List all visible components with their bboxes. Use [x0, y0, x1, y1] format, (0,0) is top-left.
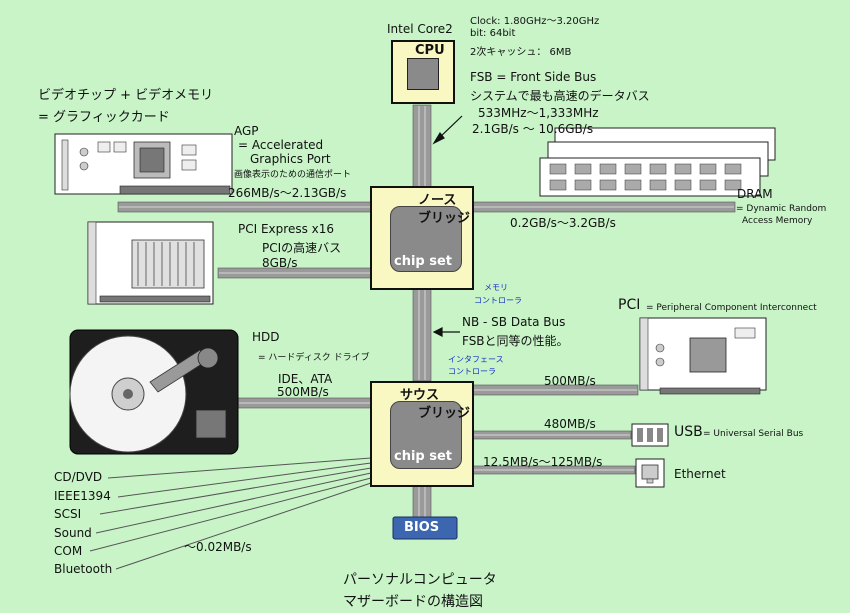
- south-bridge-label-2: ブリッジ: [418, 406, 471, 421]
- fsb-speed-2: 2.1GB/s 〜 10.6GB/s: [472, 122, 594, 136]
- fsb-speed-1: 533MHz〜1,333MHz: [478, 106, 599, 120]
- cpu-name: Intel Core2: [387, 22, 453, 36]
- graphics-card-label: = グラフィックカード: [38, 110, 170, 125]
- south-bridge-die: [390, 401, 462, 469]
- pcie-speed: 8GB/s: [262, 256, 298, 270]
- north-bridge-die: [390, 206, 462, 272]
- pci-speed: 500MB/s: [544, 374, 596, 388]
- memory-controller-label-2: コントローラ: [474, 296, 522, 305]
- interface-controller-label-1: インタフェース: [448, 355, 504, 364]
- diagram-title-1: パーソナルコンピュータ: [343, 572, 497, 588]
- interface-controller-label-2: コントローラ: [448, 367, 496, 376]
- usb-port-icon: [631, 423, 669, 447]
- pci-label: PCI: [618, 297, 641, 313]
- dram-speed: 0.2GB/s〜3.2GB/s: [510, 216, 616, 230]
- hdd-interface: IDE、ATA: [278, 372, 333, 386]
- dram-module-icon: [539, 127, 776, 197]
- cpu-clock: Clock: 1.80GHz〜3.20GHz: [470, 16, 600, 27]
- ethernet-label: Ethernet: [674, 467, 726, 481]
- agp-speed: 266MB/s〜2.13GB/s: [228, 186, 347, 200]
- device-sound: Sound: [54, 526, 92, 540]
- device-scsi: SCSI: [54, 507, 82, 521]
- cpu-chip: CPU: [391, 40, 455, 104]
- pcie-desc: PCIの高速バス: [262, 241, 342, 255]
- hdd-label: HDD: [252, 330, 280, 344]
- nb-sb-title: NB - SB Data Bus: [462, 315, 566, 329]
- south-bridge-chipset: chip set: [394, 449, 453, 464]
- pcie-title: PCI Express x16: [238, 222, 335, 236]
- north-bridge-label-1: ノース: [418, 193, 457, 208]
- north-bridge-chip: ノース ブリッジ chip set: [370, 186, 474, 290]
- diagram-title-2: マザーボードの構造図: [343, 594, 483, 610]
- north-bridge-chipset: chip set: [394, 254, 453, 269]
- ethernet-speed: 12.5MB/s〜125MB/s: [483, 455, 603, 469]
- cpu-label: CPU: [415, 43, 445, 58]
- pcie-card-icon: [87, 221, 214, 305]
- cpu-cache: 2次キャッシュ： 6MB: [470, 47, 572, 58]
- ethernet-port-icon: [635, 458, 665, 488]
- device-lines: [89, 457, 372, 570]
- agp-desc-2: Graphics Port: [250, 152, 331, 166]
- nb-sb-bus: [412, 288, 432, 382]
- graphics-card-icon: [54, 133, 233, 195]
- usb-speed: 480MB/s: [544, 417, 596, 431]
- bios-chip-icon: [392, 516, 458, 540]
- device-ieee1394: IEEE1394: [54, 489, 111, 503]
- dram-label: DRAM: [737, 187, 773, 201]
- pci-desc: = Peripheral Component Interconnect: [646, 303, 817, 313]
- fsb-bus: [412, 104, 432, 188]
- bus-stripes: [119, 106, 734, 517]
- dram-desc-1: = Dynamic Random: [736, 204, 827, 214]
- hdd-icon: [69, 329, 239, 455]
- north-bridge-label-2: ブリッジ: [418, 211, 471, 226]
- bios-label: BIOS: [404, 520, 440, 535]
- agp-desc-3: 画像表示のための通信ポート: [234, 170, 352, 180]
- south-bridge-label-1: サウス: [400, 388, 440, 403]
- nb-sb-desc: FSBと同等の性能。: [462, 334, 569, 348]
- cpu-bit: bit: 64bit: [470, 28, 516, 39]
- devices-speed: 〜0.02MB/s: [184, 540, 252, 554]
- arrow-icon: [432, 115, 463, 337]
- dram-desc-2: Access Memory: [742, 216, 813, 226]
- bios-bus: [412, 485, 432, 519]
- device-com: COM: [54, 544, 83, 558]
- device-cd-dvd: CD/DVD: [54, 470, 103, 484]
- video-chip-label: ビデオチップ + ビデオメモリ: [38, 88, 214, 103]
- fsb-title: FSB = Front Side Bus: [470, 70, 597, 84]
- memory-controller-label-1: メモリ: [484, 283, 508, 292]
- agp-desc-1: = Accelerated: [238, 138, 324, 152]
- pci-card-icon: [639, 317, 767, 395]
- fsb-desc: システムで最も高速のデータバス: [470, 89, 650, 103]
- cpu-die: [407, 58, 439, 90]
- usb-label: USB: [674, 424, 703, 440]
- device-bluetooth: Bluetooth: [54, 562, 113, 576]
- usb-desc: = Universal Serial Bus: [703, 429, 804, 439]
- hdd-desc: = ハードディスク ドライブ: [258, 353, 370, 363]
- agp-title: AGP: [234, 124, 259, 138]
- south-bridge-chip: サウス ブリッジ chip set: [370, 381, 474, 487]
- hdd-speed: 500MB/s: [277, 385, 329, 399]
